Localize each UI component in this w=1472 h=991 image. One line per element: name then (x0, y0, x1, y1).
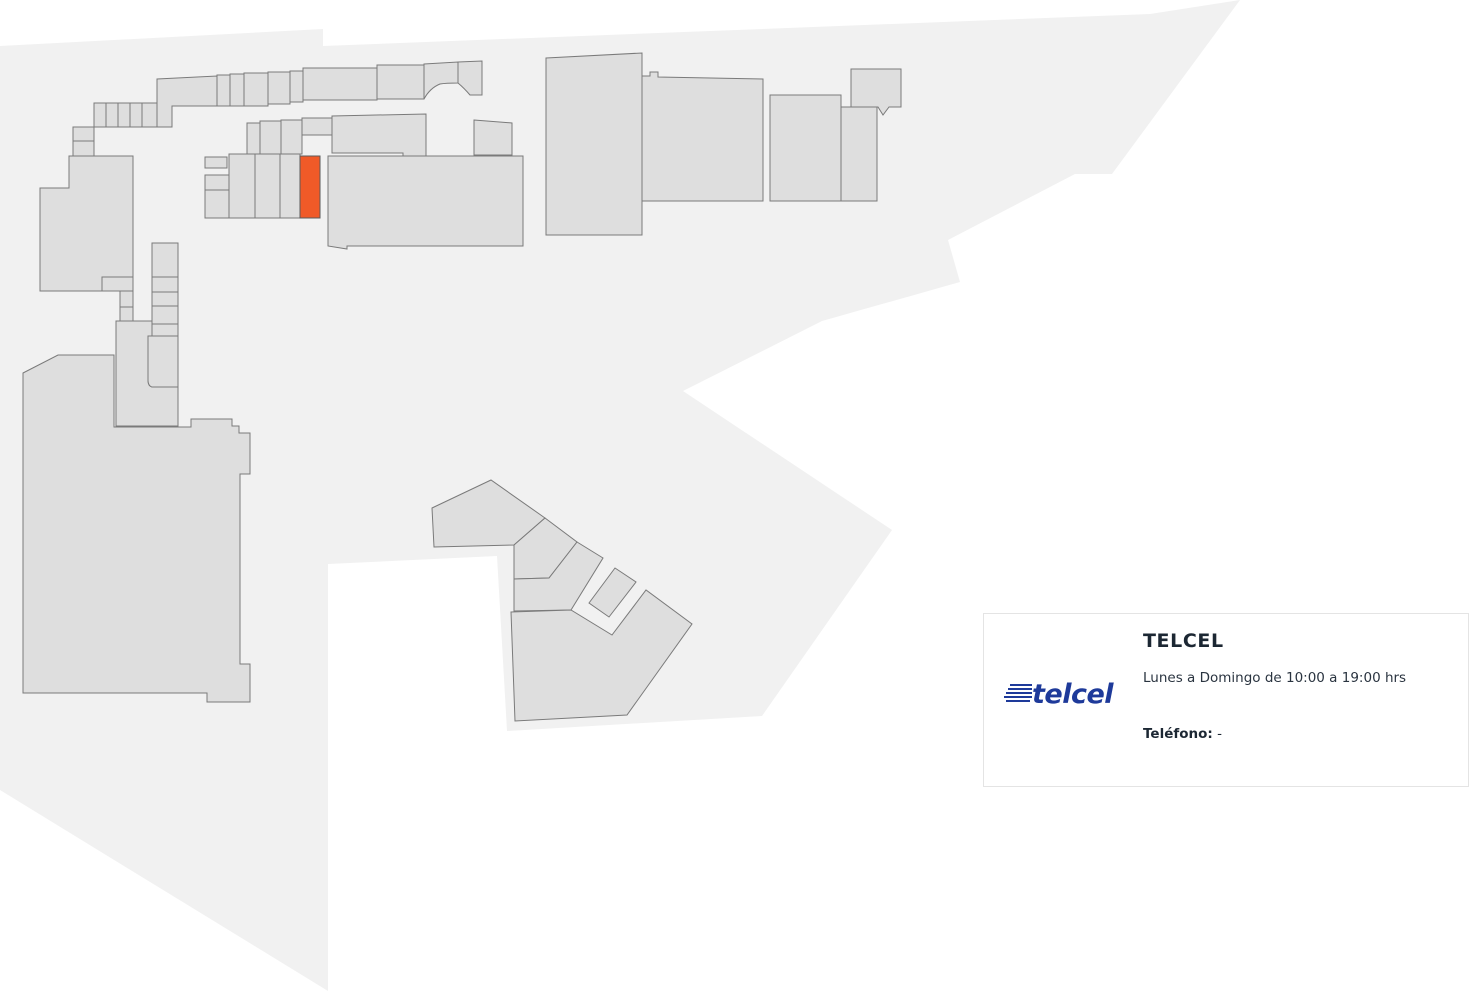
store-unit[interactable] (510, 589, 693, 722)
store-anchor-left[interactable] (22, 354, 251, 703)
store-unit[interactable] (216, 74, 231, 107)
store-unit[interactable] (229, 73, 245, 107)
store-unit[interactable] (72, 126, 95, 142)
store-unit[interactable] (376, 64, 425, 100)
store-unit[interactable] (72, 140, 95, 157)
store-unit[interactable] (147, 335, 179, 388)
store-telcel-selected[interactable] (299, 155, 321, 219)
floor-area (0, 0, 1240, 991)
store-unit[interactable] (243, 72, 269, 107)
store-unit[interactable] (119, 306, 134, 322)
svg-text:telcel: telcel (1032, 679, 1114, 708)
store-unit[interactable] (423, 61, 459, 100)
store-unit[interactable] (327, 155, 524, 250)
store-unit[interactable] (39, 155, 134, 292)
store-unit[interactable] (457, 60, 483, 96)
store-group-center (204, 113, 524, 250)
store-unit[interactable] (129, 102, 143, 128)
store-unit[interactable] (302, 67, 378, 101)
store-unit[interactable] (141, 102, 158, 128)
store-unit[interactable] (228, 153, 256, 219)
store-unit[interactable] (151, 323, 179, 337)
store-group-bottom-center (431, 479, 693, 722)
store-group-top-left (93, 60, 483, 128)
store-unit[interactable] (545, 52, 643, 236)
store-unit[interactable] (117, 102, 131, 128)
store-unit[interactable] (289, 70, 304, 103)
store-unit[interactable] (246, 122, 261, 155)
store-unit[interactable] (101, 276, 134, 292)
phone-value: - (1217, 726, 1222, 742)
store-unit[interactable] (280, 119, 303, 155)
store-unit[interactable] (473, 119, 513, 156)
store-unit[interactable] (151, 305, 179, 325)
store-unit[interactable] (119, 290, 134, 308)
store-unit[interactable] (641, 71, 764, 202)
store-unit[interactable] (769, 94, 842, 202)
telcel-logo: telcel (1004, 679, 1115, 708)
store-unit[interactable] (151, 242, 179, 278)
store-unit[interactable] (331, 113, 427, 157)
store-unit[interactable] (204, 189, 230, 219)
store-name: TELCEL (1143, 630, 1224, 652)
store-group-left (22, 126, 251, 703)
store-unit[interactable] (254, 153, 281, 219)
store-group-top-right (545, 52, 902, 236)
store-unit[interactable] (151, 276, 179, 293)
store-unit[interactable] (840, 106, 878, 202)
store-phone: Teléfono: - (1143, 726, 1222, 742)
store-unit[interactable] (93, 102, 107, 128)
store-unit[interactable] (259, 120, 282, 155)
store-unit[interactable] (267, 71, 291, 105)
store-unit[interactable] (588, 567, 637, 618)
store-unit[interactable] (850, 68, 902, 116)
store-unit[interactable] (204, 156, 228, 169)
store-unit[interactable] (279, 153, 301, 219)
store-hours: Lunes a Domingo de 10:00 a 19:00 hrs (1143, 670, 1407, 686)
store-unit[interactable] (151, 291, 179, 307)
store-unit[interactable] (301, 117, 333, 136)
store-unit[interactable] (204, 174, 230, 191)
phone-label: Teléfono: (1143, 726, 1213, 742)
store-unit[interactable] (105, 102, 119, 128)
store-info-card: telcel TELCEL Lunes a Domingo de 10:00 a… (983, 613, 1469, 787)
store-unit[interactable] (513, 541, 604, 612)
